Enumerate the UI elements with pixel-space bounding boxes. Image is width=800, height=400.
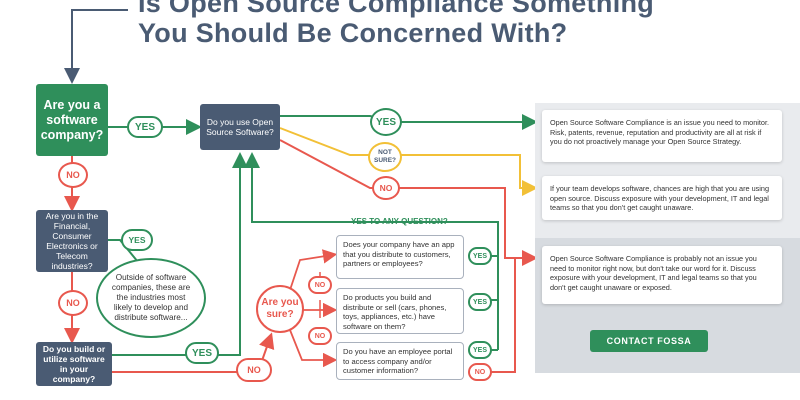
node-software-company: Are you a software company? (36, 84, 108, 156)
yes-badge-industries: YES (121, 229, 153, 251)
node-use-open-source: Do you use Open Source Software? (200, 104, 280, 150)
outcome-card-monitor: Open Source Software Compliance is an is… (542, 110, 782, 162)
question-portal: Do you have an employee portal to access… (336, 342, 464, 380)
node-build-utilize: Do you build or utilize software in your… (36, 342, 112, 386)
are-you-sure-badge: Are you sure? (256, 285, 304, 333)
no-badge-build: NO (236, 358, 272, 382)
q1-yes-badge: YES (468, 247, 492, 265)
q2-no-badge: NO (308, 327, 332, 345)
page-title: Is Open Source Compliance Something You … (138, 0, 655, 48)
yes-to-any-label: YES TO ANY QUESTION? (351, 217, 448, 226)
not-sure-badge: NOT SURE? (368, 142, 402, 172)
outcome-card-probably-not: Open Source Software Compliance is proba… (542, 246, 782, 304)
q3-no-badge: NO (468, 363, 492, 381)
no-badge-software-company: NO (58, 162, 88, 188)
yes-badge-build: YES (185, 342, 219, 364)
outcome-card-discuss: If your team develops software, chances … (542, 176, 782, 220)
contact-fossa-button[interactable]: CONTACT FOSSA (590, 330, 708, 352)
node-industries: Are you in the Financial, Consumer Elect… (36, 210, 108, 272)
no-badge-use-oss: NO (372, 176, 400, 200)
q3-yes-badge: YES (468, 341, 492, 359)
question-products: Do products you build and distribute or … (336, 288, 464, 334)
industries-note-oval: Outside of software companies, these are… (96, 258, 206, 338)
yes-badge-use-oss: YES (370, 108, 402, 136)
q2-yes-badge: YES (468, 293, 492, 311)
question-app: Does your company have an app that you d… (336, 235, 464, 279)
q1-no-badge: NO (308, 276, 332, 294)
yes-badge-software-company: YES (127, 116, 163, 138)
no-badge-industries: NO (58, 290, 88, 316)
